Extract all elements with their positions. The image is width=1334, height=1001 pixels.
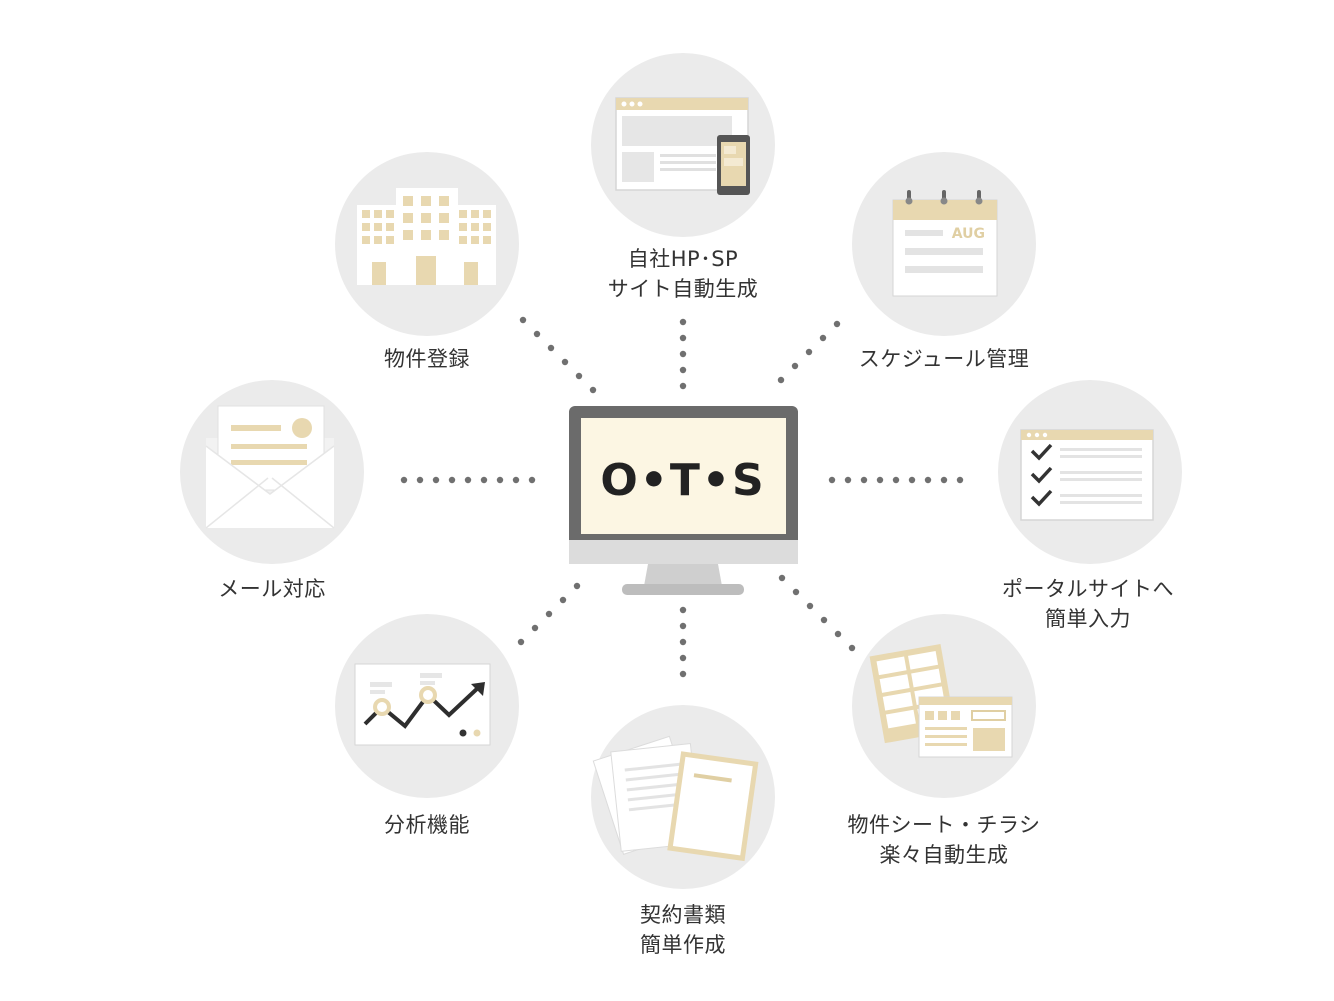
building-icon <box>357 188 496 285</box>
label-property: 物件登録 <box>384 347 470 371</box>
calendar-icon: AUG <box>892 190 998 297</box>
mail-icon <box>205 405 335 529</box>
chart-icon <box>354 663 491 746</box>
ots-logo-text: O•T•S <box>600 455 765 506</box>
documents-icon <box>592 735 759 862</box>
connector-left <box>400 476 536 484</box>
connector-bottom <box>679 606 687 678</box>
label-website: 自社HP･SP サイト自動生成 <box>607 247 759 301</box>
checklist-icon <box>1020 429 1154 521</box>
connector-top-left <box>519 316 597 394</box>
calendar-month-text: AUG <box>952 226 985 242</box>
flyer-icon <box>869 644 1013 758</box>
label-portal: ポータルサイトへ 簡単入力 <box>1002 577 1174 631</box>
label-mail: メール対応 <box>218 577 326 601</box>
connector-top <box>679 318 687 390</box>
connector-top-right <box>777 320 841 384</box>
smartphone-icon <box>717 135 750 195</box>
label-analytics: 分析機能 <box>384 813 470 837</box>
connector-bottom-right <box>778 574 856 652</box>
label-flyer: 物件シート・チラシ 楽々自動生成 <box>847 813 1041 867</box>
monitor-icon <box>569 406 798 595</box>
connector-bottom-left <box>517 582 581 646</box>
label-contract: 契約書類 簡単作成 <box>640 903 726 957</box>
label-schedule: スケジュール管理 <box>858 347 1030 371</box>
connector-right <box>828 476 964 484</box>
